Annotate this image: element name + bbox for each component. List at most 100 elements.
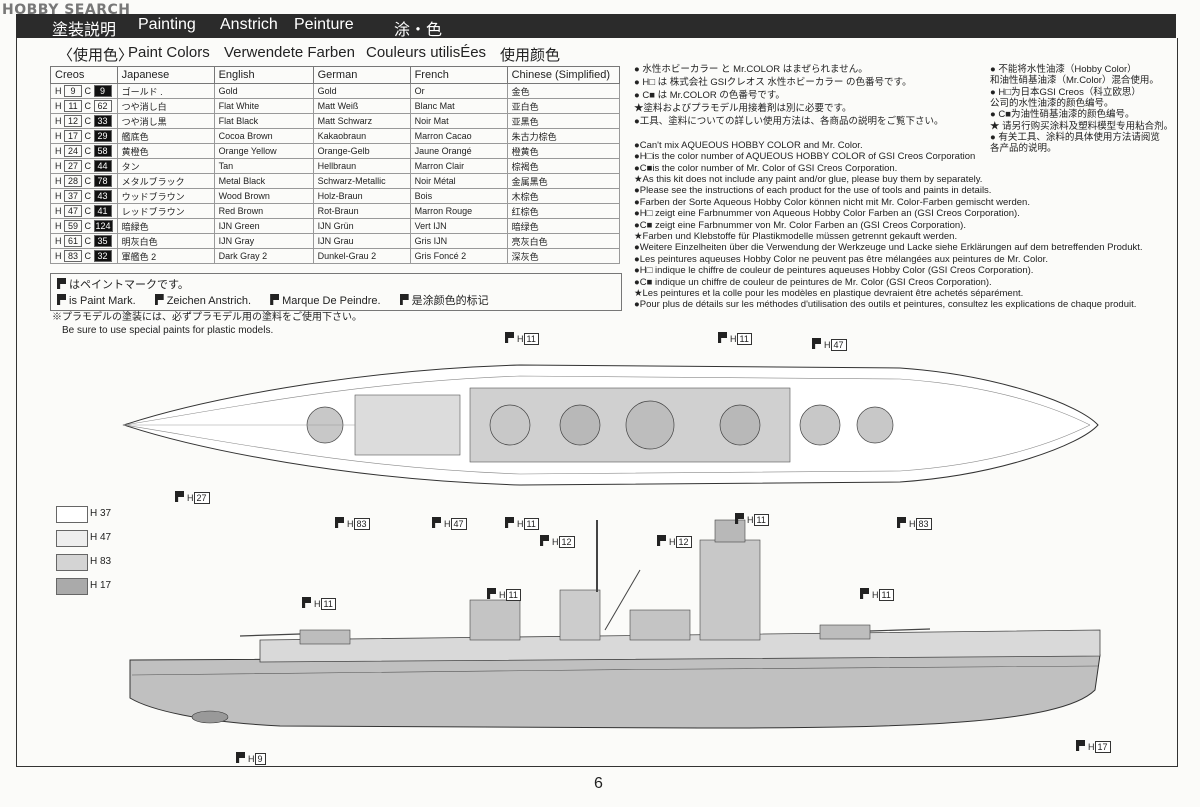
creos-cell: H 12 C 33 [50, 113, 118, 129]
callout-number: 11 [753, 514, 769, 526]
c-prefix: C [84, 206, 92, 216]
note-line: ★As this kit does not include any paint … [634, 173, 983, 185]
c-code: 124 [93, 220, 113, 232]
swatch-label: H 47 [90, 532, 112, 543]
paint-colors-heading: 〈使用色〉 Paint Colors Verwendete Farben Cou… [0, 44, 620, 64]
color-swatch [56, 506, 88, 523]
c-code: 78 [93, 175, 112, 187]
header-de: Anstrich [220, 16, 278, 33]
creos-cell: H 27 C 44 [50, 158, 118, 174]
english-cell: Flat White [213, 98, 314, 114]
col-creos: Creos [50, 66, 118, 84]
callout-number: 17 [1094, 741, 1111, 753]
callout-h: H [747, 515, 754, 525]
english-cell: Metal Black [213, 173, 314, 189]
page-frame [16, 38, 1178, 767]
french-cell: Blanc Mat [409, 98, 508, 114]
english-cell: IJN Green [213, 218, 314, 234]
english-cell: Gold [213, 83, 314, 99]
h-code: 28 [64, 175, 83, 187]
h-prefix: H [55, 236, 62, 246]
creos-cell: H 9 C 9 [50, 83, 118, 99]
callout-h: H [517, 334, 524, 344]
note-line: 公司的水性油漆的颜色编号。 [990, 97, 1114, 109]
c-prefix: C [84, 251, 92, 261]
japanese-cell: つや消し白 [116, 98, 215, 114]
callout-h: H [347, 519, 354, 529]
h-code: 83 [64, 250, 83, 262]
paint-mark-de: Zeichen Anstrich. [166, 295, 252, 307]
swatch-label: H 37 [90, 508, 112, 519]
paint-mark-icon [860, 588, 869, 599]
note-line: ●Les peintures aqueuses Hobby Color ne p… [634, 254, 1048, 265]
japanese-cell: 軍艦色 2 [116, 248, 215, 264]
color-swatch [56, 554, 88, 571]
paint-mark-en: is Paint Mark. [69, 295, 136, 307]
h-code: 61 [64, 235, 83, 247]
german-cell: Gold [312, 83, 411, 99]
paint-mark-icon [540, 535, 549, 546]
english-cell: Dark Gray 2 [213, 248, 314, 264]
creos-cell: H 17 C 29 [50, 128, 118, 144]
h-code: 11 [64, 100, 83, 112]
paint-mark-icon [812, 338, 821, 349]
col-english: English [213, 66, 314, 84]
h-prefix: H [55, 251, 62, 261]
note-line: ★塗料およびプラモデル用接着剤は別に必要です。 [634, 103, 852, 114]
c-prefix: C [84, 161, 92, 171]
note-line: ●Farben der Sorte Aqueous Hobby Color kö… [634, 197, 1030, 208]
note-line: ●H□ zeigt eine Farbnummer von Aqueous Ho… [634, 208, 1020, 220]
callout-number: 11 [523, 518, 539, 530]
h-code: 37 [64, 190, 83, 202]
callout-h: H [187, 493, 194, 503]
subheading-en: Paint Colors [128, 44, 210, 61]
callout-number: 12 [558, 536, 575, 548]
chinese-cell: 红棕色 [506, 203, 621, 219]
page-number: 6 [594, 775, 603, 792]
note-line: ●Pour plus de détails sur les méthodes d… [634, 299, 1137, 311]
paint-mark-legend: はペイントマークです。 is Paint Mark. Zeichen Anstr… [50, 273, 622, 311]
c-code: 33 [93, 115, 112, 127]
creos-cell: H 37 C 43 [50, 188, 118, 204]
subheading-cn: 使用颜色 [500, 47, 561, 64]
callout-number: 47 [450, 518, 467, 530]
paint-mark-icon [399, 294, 409, 305]
swatch-label: H 17 [90, 580, 112, 591]
paint-mark-icon [1076, 740, 1085, 751]
english-cell: Orange Yellow [213, 143, 314, 159]
c-code: 44 [93, 160, 112, 172]
c-prefix: C [84, 236, 92, 246]
note-line: 各产品的说明。 [990, 143, 1057, 155]
english-cell: Wood Brown [213, 188, 314, 204]
chinese-cell: 朱古力棕色 [506, 128, 621, 144]
paint-mark-icon [718, 332, 727, 343]
c-prefix: C [84, 101, 92, 111]
german-cell: Hellbraun [312, 158, 411, 174]
paint-mark-icon [657, 535, 666, 546]
paint-mark-icon [897, 517, 906, 528]
paint-mark-icon [505, 517, 514, 528]
japanese-cell: ゴールド . [116, 83, 215, 99]
c-code: 29 [93, 130, 112, 142]
german-cell: Matt Weiß [312, 98, 411, 114]
callout-number: 47 [830, 339, 847, 351]
h-code: 47 [64, 205, 83, 217]
japanese-cell: ウッドブラウン [116, 188, 215, 204]
c-code: 32 [93, 250, 112, 262]
creos-cell: H 61 C 35 [50, 233, 118, 249]
callout-number: 11 [505, 589, 521, 601]
chinese-cell: 橙黄色 [506, 143, 621, 159]
h-prefix: H [55, 191, 62, 201]
callout-h: H [824, 340, 831, 350]
